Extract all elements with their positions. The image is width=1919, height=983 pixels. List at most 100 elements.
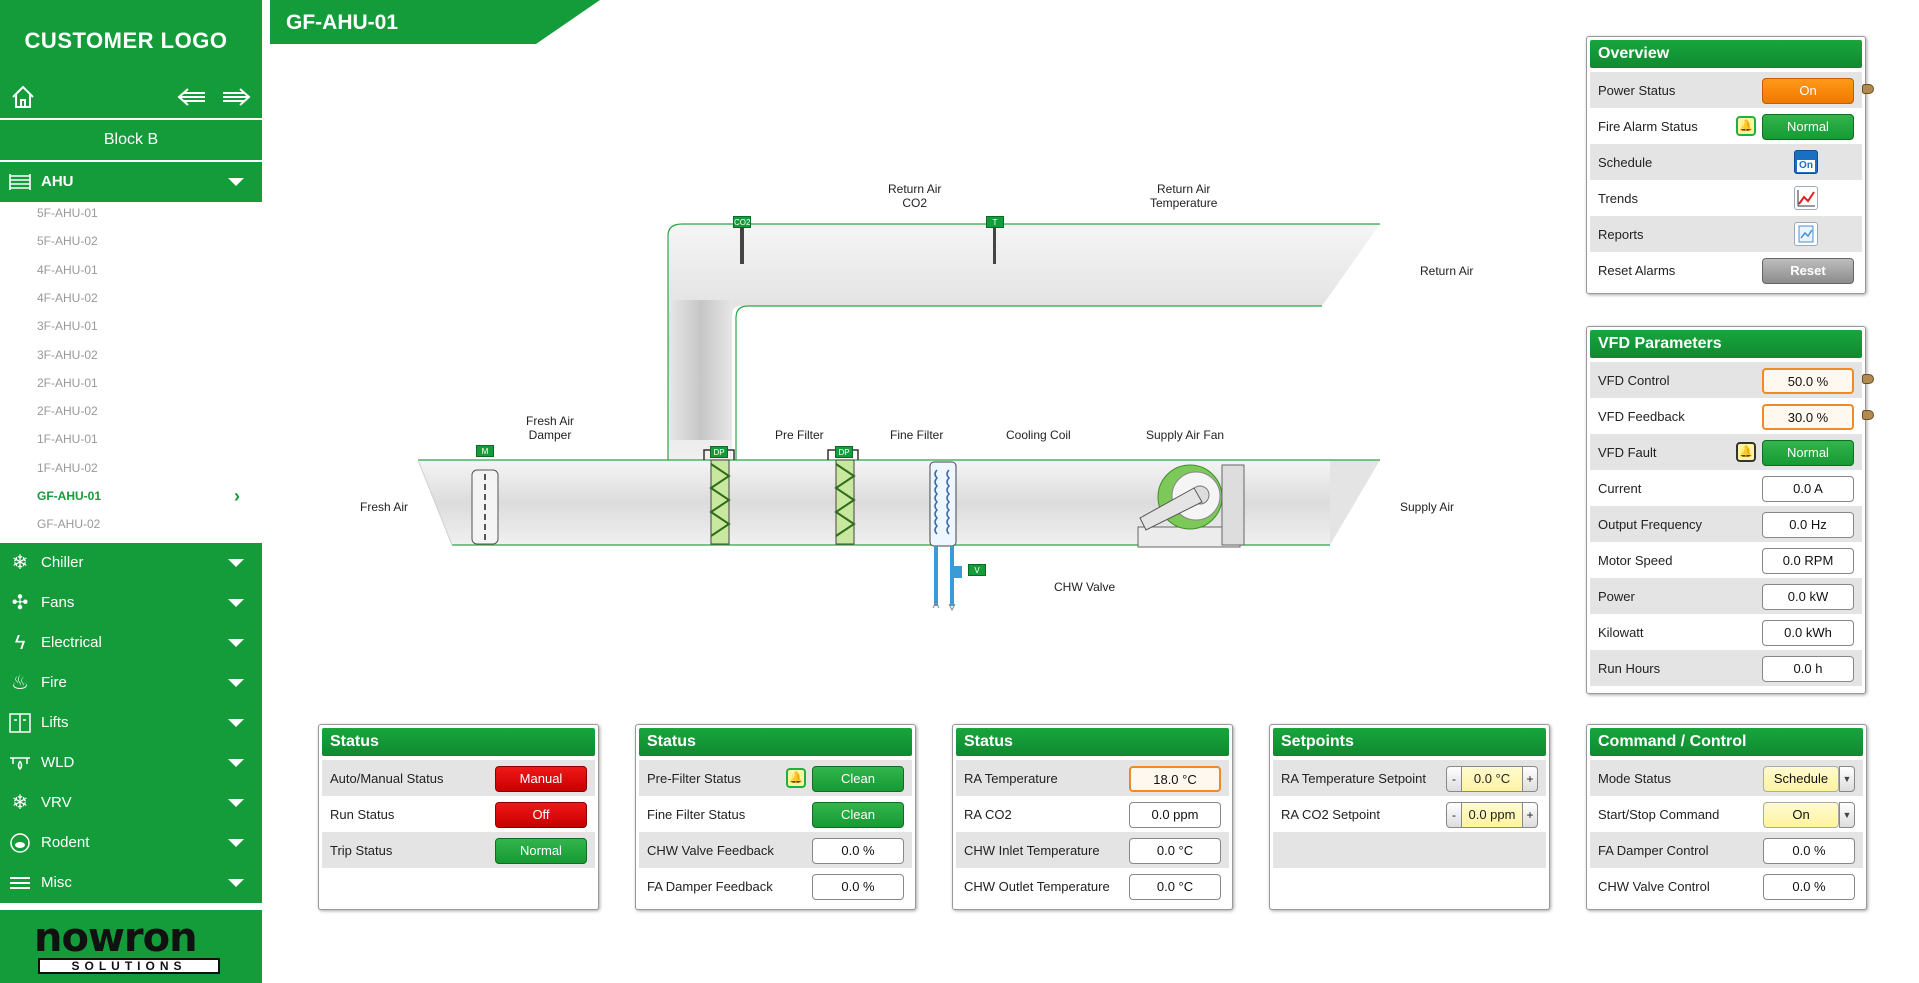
row-label: Trip Status — [330, 843, 393, 858]
sidebar-category-lifts[interactable]: Lifts — [0, 703, 262, 743]
sidebar-category-fans[interactable]: ✣ Fans — [0, 583, 262, 623]
sidebar-item-1f-ahu-02[interactable]: 1F-AHU-02 — [37, 460, 98, 475]
row-label: VFD Fault — [1598, 445, 1657, 460]
arrow-right-icon[interactable] — [220, 84, 252, 114]
sidebar-category-vrv[interactable]: ❄ VRV — [0, 783, 262, 823]
chevron-down-icon — [228, 639, 244, 647]
setpoint-row: RA CO2 Setpoint - 0.0 ppm + — [1273, 796, 1546, 832]
sidebar-item-3f-ahu-02[interactable]: 3F-AHU-02 — [37, 347, 98, 362]
manual-override-icon — [1862, 410, 1874, 420]
sidebar-item-5f-ahu-02[interactable]: 5F-AHU-02 — [37, 234, 98, 249]
vfd-row: Current 0.0 A — [1590, 470, 1862, 506]
row-label: CHW Valve Control — [1598, 879, 1710, 894]
command-row: Mode Status Schedule ▼ — [1590, 760, 1863, 796]
sidebar-category-label: Fire — [41, 674, 67, 691]
block-selector[interactable]: Block B — [0, 120, 262, 160]
sidebar-category-wld[interactable]: WLD — [0, 743, 262, 783]
manual-override-icon — [1862, 84, 1874, 94]
fine-filter-dp-tag[interactable]: DP — [835, 446, 853, 458]
status-row: RA CO2 0.0 ppm — [956, 796, 1229, 832]
row-label: RA CO2 — [964, 807, 1012, 822]
vfd-feedback-value: 30.0 % — [1762, 404, 1854, 430]
ra-temperature-setpoint-input[interactable]: 0.0 °C — [1461, 766, 1523, 792]
sidebar-category-fire[interactable]: ♨ Fire — [0, 663, 262, 703]
sidebar-item-5f-ahu-01[interactable]: 5F-AHU-01 — [37, 206, 98, 220]
home-icon[interactable] — [10, 84, 36, 114]
sidebar-item-4f-ahu-02[interactable]: 4F-AHU-02 — [37, 290, 98, 305]
vfd-row: Kilowatt 0.0 kWh — [1590, 614, 1862, 650]
alarm-bell-icon[interactable]: 🔔 — [1736, 116, 1756, 136]
panel-title: Status — [322, 728, 595, 756]
decrement-button[interactable]: - — [1446, 766, 1462, 792]
sidebar-category-label: Misc — [41, 874, 72, 891]
row-label: FA Damper Feedback — [647, 879, 773, 894]
ahu-duct-drawing — [417, 223, 1380, 612]
sidebar-item-2f-ahu-02[interactable]: 2F-AHU-02 — [37, 404, 98, 419]
chevron-down-icon[interactable]: ▼ — [1839, 766, 1855, 792]
fan-icon: ✣ — [11, 592, 29, 614]
sidebar-category-ahu[interactable]: AHU — [0, 162, 262, 202]
setpoint-row: RA Temperature Setpoint - 0.0 °C + — [1273, 760, 1546, 796]
row-label: Fine Filter Status — [647, 807, 746, 822]
trend-chart-icon[interactable] — [1794, 186, 1818, 210]
panel-title: Overview — [1590, 40, 1862, 68]
sidebar-item-1f-ahu-01[interactable]: 1F-AHU-01 — [37, 432, 98, 447]
power-status-button[interactable]: On — [1762, 78, 1854, 104]
status-panel-3: Status RA Temperature 18.0 °C RA CO2 0.0… — [952, 724, 1233, 910]
vfd-row: VFD Control 50.0 % — [1590, 362, 1874, 398]
vfd-control-input[interactable]: 50.0 % — [1762, 368, 1854, 394]
start-stop-command-select[interactable]: On — [1763, 802, 1839, 828]
sidebar-item-2f-ahu-01[interactable]: 2F-AHU-01 — [37, 375, 98, 390]
temp-sensor-tag[interactable]: T — [986, 216, 1004, 228]
motor-speed-value: 0.0 RPM — [1762, 548, 1854, 574]
alarm-bell-icon[interactable]: 🔔 — [1736, 442, 1756, 462]
chw-valve-feedback-value: 0.0 % — [812, 838, 904, 864]
overview-row: Fire Alarm Status 🔔 Normal — [1590, 108, 1862, 144]
vfd-row: Output Frequency 0.0 Hz — [1590, 506, 1862, 542]
sidebar-category-chiller[interactable]: ❄ Chiller — [0, 543, 262, 583]
mode-status-select[interactable]: Schedule — [1763, 766, 1839, 792]
fa-damper-control-input[interactable]: 0.0 % — [1763, 838, 1855, 864]
sidebar-item-gf-ahu-01[interactable]: GF-AHU-01› — [37, 486, 240, 506]
alarm-bell-icon[interactable]: 🔔 — [786, 768, 806, 788]
increment-button[interactable]: + — [1522, 802, 1538, 828]
chevron-down-icon — [228, 599, 244, 607]
sidebar-item-4f-ahu-01[interactable]: 4F-AHU-01 — [37, 262, 98, 277]
row-label: Current — [1598, 481, 1642, 496]
chevron-down-icon[interactable]: ▼ — [1839, 802, 1855, 828]
panel-title: Command / Control — [1590, 728, 1863, 756]
row-label: Run Hours — [1598, 661, 1661, 676]
chw-outlet-temperature-value: 0.0 °C — [1129, 874, 1221, 900]
reset-alarms-button[interactable]: Reset — [1762, 258, 1854, 284]
arrow-left-icon[interactable] — [176, 84, 208, 114]
chw-valve-tag[interactable]: V — [968, 564, 986, 576]
fire-icon: ♨ — [11, 672, 29, 694]
sidebar-category-electrical[interactable]: ϟ Electrical — [0, 623, 262, 663]
chevron-right-icon: › — [234, 486, 240, 506]
pre-filter-dp-tag[interactable]: DP — [710, 446, 728, 458]
vfd-row: VFD Feedback 30.0 % — [1590, 398, 1874, 434]
row-label: CHW Inlet Temperature — [964, 843, 1100, 858]
report-icon[interactable] — [1794, 222, 1818, 246]
sidebar-category-label: Electrical — [41, 634, 102, 651]
overview-row: Reset Alarms Reset — [1590, 252, 1862, 288]
ra-co2-setpoint-input[interactable]: 0.0 ppm — [1461, 802, 1523, 828]
sidebar-item-gf-ahu-02[interactable]: GF-AHU-02 — [37, 517, 101, 532]
sidebar-category-rodent[interactable]: Rodent — [0, 823, 262, 863]
sidebar-category-misc[interactable]: Misc — [0, 863, 262, 903]
decrement-button[interactable]: - — [1446, 802, 1462, 828]
increment-button[interactable]: + — [1522, 766, 1538, 792]
fresh-air-label: Fresh Air — [360, 500, 409, 514]
chw-valve-control-input[interactable]: 0.0 % — [1763, 874, 1855, 900]
status-panel-1: Status Auto/Manual Status Manual Run Sta… — [318, 724, 599, 910]
schedule-on-icon[interactable]: On — [1794, 150, 1818, 174]
damper-actuator-tag[interactable]: M — [476, 445, 494, 457]
row-label: Start/Stop Command — [1598, 807, 1720, 822]
manual-override-icon — [1862, 374, 1874, 384]
co2-sensor-tag[interactable]: CO2 — [733, 216, 751, 228]
fire-alarm-status-value: Normal — [1762, 114, 1854, 140]
panel-title: Setpoints — [1273, 728, 1546, 756]
sidebar-item-3f-ahu-01[interactable]: 3F-AHU-01 — [37, 319, 98, 334]
lift-icon — [8, 712, 32, 734]
